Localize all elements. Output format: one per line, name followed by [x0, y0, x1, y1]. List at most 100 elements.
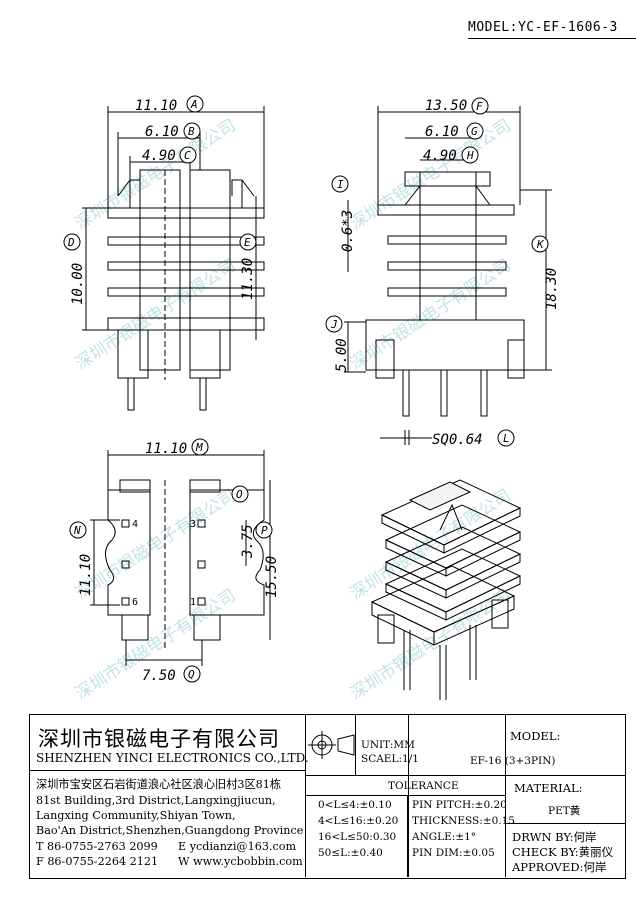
spec-1: PIN PITCH:±0.20	[412, 799, 507, 811]
projection-symbol-icon	[308, 731, 355, 759]
address-line-3: Langxing Community,Shiyan Town,	[36, 809, 236, 822]
tb-hline-3	[305, 795, 505, 796]
balloon-e	[239, 233, 257, 251]
balloon-l	[497, 429, 515, 447]
dim-j: 5.00	[334, 338, 350, 372]
balloon-h	[461, 146, 479, 164]
dim-i: 0.6*3	[340, 210, 356, 252]
balloon-q	[183, 665, 201, 683]
bottom-view-dims: 11.10 M 11.10 N 3.75 O 15.50 P 7.50 Q 4 …	[69, 438, 280, 684]
dim-o: 3.75	[240, 524, 256, 559]
tb-hline-company	[30, 770, 305, 771]
tolerance-title: TOLERANCE	[388, 780, 459, 792]
pin-label-3: 3	[190, 519, 196, 530]
balloon-c	[179, 146, 197, 164]
dim-d: 10.00	[70, 263, 86, 305]
address-line-2: 81st Building,3rd District,Langxingjiucu…	[36, 794, 276, 807]
spec-2: THICKNESS:±0.15	[412, 815, 515, 827]
tb-hline-1	[305, 775, 505, 776]
tolerance-3: 16<L≤50:0.30	[318, 831, 397, 843]
dim-e: 11.30	[240, 258, 256, 300]
watermark-4: 深圳市银磁电子有限公司	[347, 256, 515, 375]
balloon-b-label: B	[188, 125, 195, 138]
watermark-5: 深圳市银磁电子有限公司	[72, 486, 240, 605]
tb-hline-2	[505, 775, 625, 776]
material-label: MATERIAL:	[514, 781, 583, 795]
balloon-o	[231, 485, 249, 503]
front-view	[82, 106, 265, 411]
balloon-m	[191, 438, 209, 456]
balloon-b	[183, 122, 201, 140]
balloon-f-label: F	[476, 100, 483, 113]
balloon-g-label: G	[471, 125, 478, 138]
balloon-f	[471, 97, 489, 115]
dim-h: 4.90	[423, 148, 457, 164]
balloon-q-label: Q	[188, 668, 195, 681]
company-name-cn: 深圳市银磁电子有限公司	[38, 727, 280, 751]
model-value: EF-16 (3+3PIN)	[470, 755, 556, 767]
model-tag: MODEL:YC-EF-1606-3	[468, 20, 618, 35]
balloon-m-label: M	[195, 441, 203, 454]
balloon-h-label: H	[466, 149, 474, 162]
dim-b: 6.10	[145, 124, 179, 140]
tb-divider-5	[407, 795, 408, 877]
side-view-dims: 13.50 F 6.10 G 4.90 H 0.6*3 I 5.00 J 18.…	[325, 97, 560, 448]
email: E ycdianzi@163.com	[178, 840, 297, 853]
balloon-l-label: L	[503, 432, 510, 445]
front-view-dims: 11.10 A 6.10 B 4.90 C 10.00 D 11.30 E	[63, 95, 257, 305]
dim-k: 18.30	[544, 268, 560, 310]
scale: SCAEL:1/1	[361, 753, 419, 765]
tb-divider-4	[355, 715, 356, 775]
dim-a: 11.10	[135, 98, 177, 114]
balloon-a-label: A	[190, 98, 198, 111]
balloon-p	[255, 521, 273, 539]
balloon-n	[69, 521, 87, 539]
fax: F 86-0755-2264 2121	[36, 855, 159, 868]
dim-q: 7.50	[142, 668, 176, 684]
drawn-by: DRWN BY:何岸	[512, 830, 597, 844]
watermark-group: 深圳市银磁电子有限公司 深圳市银磁电子有限公司 深圳市银磁电子有限公司 深圳市银…	[72, 116, 515, 705]
title-block: 深圳市银磁电子有限公司 SHENZHEN YINCI ELECTRONICS C…	[29, 714, 626, 879]
tb-divider-1	[305, 715, 306, 877]
unit: UNIT:MM	[361, 739, 415, 751]
balloon-i-label: I	[337, 178, 344, 191]
address-line-1: 深圳市宝安区石岩街道浪心社区浪心旧村3区81栋	[36, 778, 282, 791]
isometric-view	[370, 479, 522, 700]
watermark-2: 深圳市银磁电子有限公司	[72, 256, 240, 375]
material-value: PET黄	[548, 805, 581, 817]
model-tag-underline	[468, 38, 636, 39]
dim-f: 13.50	[425, 98, 467, 114]
balloon-j-label: J	[330, 318, 338, 331]
dim-p: 15.50	[264, 556, 280, 598]
balloon-k	[531, 235, 549, 253]
balloon-p-label: P	[261, 524, 268, 537]
pin-label-4: 4	[132, 519, 138, 530]
balloon-n-label: N	[73, 524, 81, 537]
balloon-a	[186, 95, 204, 113]
spec-4: PIN DIM:±0.05	[412, 847, 495, 859]
tb-divider-2	[408, 715, 409, 877]
check-by: CHECK BY:黄丽仪	[512, 845, 614, 859]
balloon-k-label: K	[536, 238, 545, 251]
watermark-6: 深圳市银磁电子有限公司	[72, 586, 240, 705]
balloon-d-label: D	[67, 236, 75, 249]
dim-n: 11.10	[78, 554, 94, 596]
dim-g: 6.10	[425, 124, 459, 140]
address-line-4: Bao'An District,Shenzhen,Guangdong Provi…	[36, 824, 304, 837]
website: W www.ycbobbin.com	[178, 855, 303, 868]
tolerance-4: 50≤L:±0.40	[318, 847, 383, 859]
tolerance-2: 4<L≤16:±0.20	[318, 815, 399, 827]
balloon-j	[325, 315, 343, 333]
tel: T 86-0755-2763 2099	[36, 840, 158, 853]
tb-divider-3	[505, 715, 506, 877]
model-label: MODEL:	[510, 729, 561, 743]
dim-c: 4.90	[142, 148, 176, 164]
balloon-i	[331, 175, 349, 193]
bottom-view	[90, 450, 271, 666]
tolerance-1: 0<L≤4:±0.10	[318, 799, 392, 811]
pin-label-1: 1	[190, 597, 196, 608]
pin-label-6: 6	[132, 597, 138, 608]
company-name-en: SHENZHEN YINCI ELECTRONICS CO.,LTD.	[36, 751, 309, 765]
